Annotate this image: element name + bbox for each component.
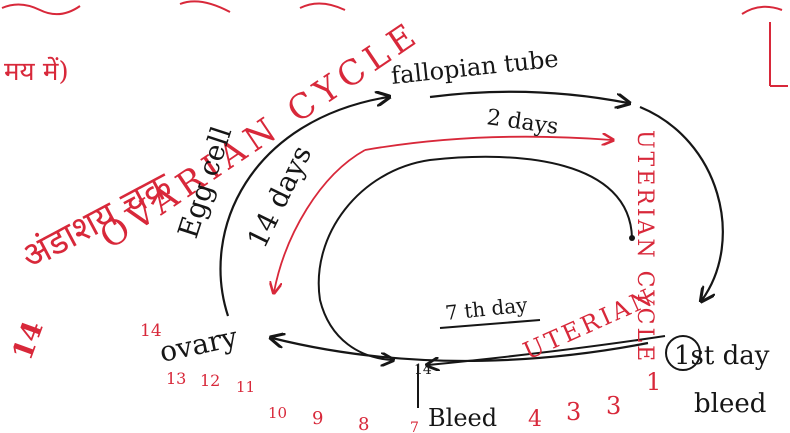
day-number: 8 — [358, 414, 369, 433]
bleed-right-label: bleed — [694, 389, 766, 419]
day-number: 11 — [236, 378, 255, 396]
bottom-return-arrow — [272, 338, 649, 363]
red-two-days-arrow — [364, 137, 612, 151]
red-inner-arc — [274, 149, 366, 292]
right-outer-arrow — [639, 105, 724, 300]
seventh-day-label: 7 th day — [444, 292, 529, 325]
day-number: 12 — [200, 371, 220, 390]
inner-bottom-arrow — [428, 335, 666, 365]
ovary-to-tube-arrow — [219, 97, 388, 317]
top-left-scribble — [1, 0, 346, 16]
top-left-fragment: मय में) — [4, 56, 69, 87]
day-number: 10 — [268, 404, 287, 422]
day-number: 3 — [606, 392, 621, 420]
day-number: 7 — [410, 420, 419, 433]
uterian-cycle-right-label: UTERIAN CYCLE — [632, 130, 657, 364]
ovary-label: ovary — [157, 320, 241, 369]
seventh-day-underline — [439, 319, 541, 329]
day-number: 13 — [166, 369, 186, 388]
mark-14-label: 14 — [414, 362, 432, 378]
bleed-bottom-label: Bleed — [428, 404, 497, 432]
first-day-circle — [665, 335, 701, 371]
day-number: 1 — [646, 368, 661, 396]
inner-spiral — [317, 155, 633, 360]
two-days-label: 2 days — [485, 105, 560, 140]
top-right-scribble — [741, 5, 788, 87]
first-day-label: 1st day — [674, 341, 770, 371]
spiral-end-dot — [629, 235, 635, 241]
day-number: 3 — [566, 398, 581, 426]
ovary-14-label: 14 — [140, 321, 162, 341]
fallopian-arrow — [429, 90, 628, 103]
big-14-label: 14 — [6, 316, 50, 364]
day-number: 4 — [528, 407, 542, 432]
day-number: 9 — [312, 408, 323, 429]
